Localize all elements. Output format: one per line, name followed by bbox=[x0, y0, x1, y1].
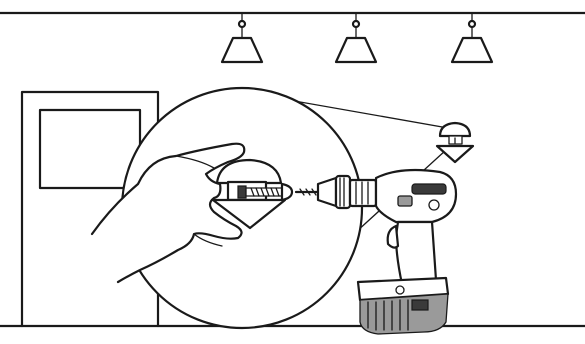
drill-body bbox=[374, 168, 458, 224]
battery-pack bbox=[356, 276, 450, 335]
pendant-lamp-2 bbox=[334, 12, 378, 64]
drill-trigger bbox=[386, 224, 400, 249]
cordless-drill bbox=[294, 168, 458, 286]
screw bbox=[237, 182, 294, 202]
drill-handle bbox=[394, 220, 438, 286]
drill-chuck bbox=[316, 176, 338, 208]
pendant-lamp-1 bbox=[220, 12, 264, 64]
pendant-lamp-3 bbox=[450, 12, 494, 64]
hand bbox=[90, 142, 246, 284]
door-window bbox=[38, 108, 142, 190]
